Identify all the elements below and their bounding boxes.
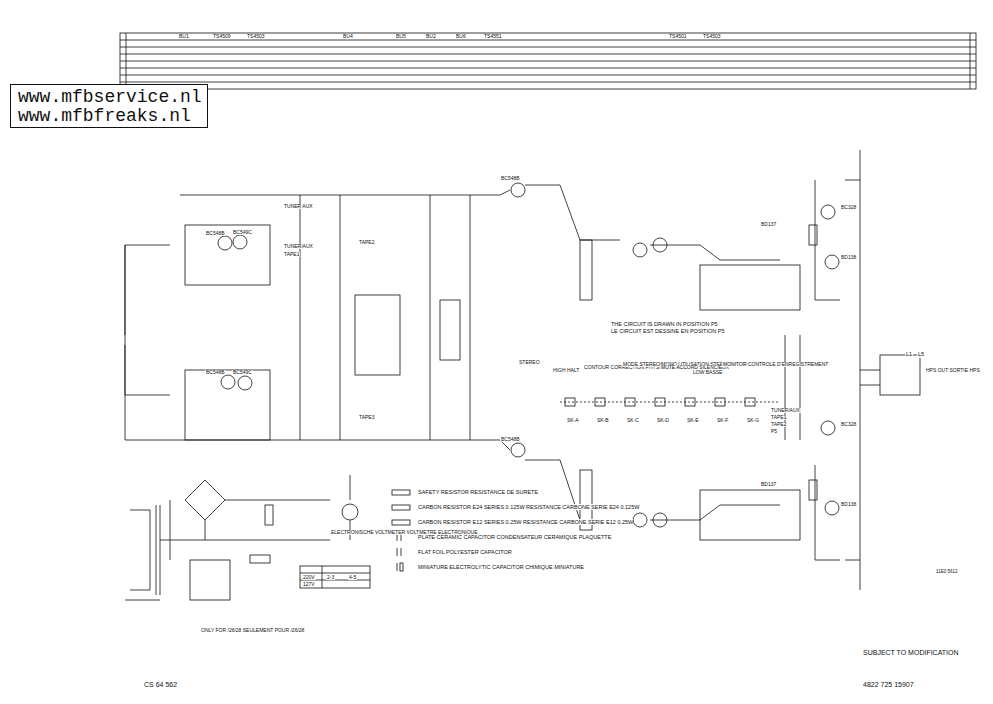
table-cell: BU6 [455,34,467,39]
switch-name: SK-G [746,418,760,423]
note: THE CIRCUIT IS DRAWN IN POSITION P5 [610,322,719,328]
pin-name: L5 [917,352,925,358]
transistor-symbols [218,183,839,527]
signal-wires [125,150,860,590]
switch-label: HIGH HALT [552,368,580,373]
note: ONLY FOR /26/28 SEULEMENT POUR /26/28 [200,628,305,633]
legend-text: FLAT FOIL POLYESTER CAPACITOR [418,549,512,555]
switch-name: SK-F [716,418,729,423]
transistor-type: BD138 [840,255,857,260]
table-cell: 4-5 [348,575,357,580]
transistor-type: BC548B [205,370,226,375]
switch-label: MONITOR CONTROLE D'ENREGISTREMENT [722,362,829,367]
legend-text: CARBON RESISTOR E12 SERIES 0.25W RESISTA… [418,519,633,525]
legend-text: CARBON RESISTOR E24 SERIES 0.125W RESIST… [418,504,639,510]
transistor-type: BC548B [500,176,521,181]
legend-text: SAFETY RESISTOR RESISTANCE DE SURETE [418,489,538,495]
power-supply [125,475,358,600]
table-cell: TS4501 [668,34,688,39]
transistor-type: BC328 [840,422,857,427]
signal-name: TAPE3 [358,415,375,420]
switch-label: LOW BASSE [692,370,723,375]
switch-bank [560,335,800,440]
table-cell: TS4509 [212,34,232,39]
parts-table [120,33,976,89]
drawing-number: CS 64 562 [143,681,178,688]
transistor-type: BD137 [760,222,777,227]
table-cell: TS4503 [702,34,722,39]
part-number: 4822 725 15907 [862,681,915,688]
indicator-label: STEREO [518,360,541,365]
transistor-type: BC549C [232,230,253,235]
watermark-box: www.mfbservice.nlwww.mfbfreaks.nl [10,84,208,128]
switch-name: SK-C [626,418,640,423]
table-cell: BU1 [178,34,190,39]
signal-name: TUNER AUX [283,204,314,209]
signal-name: TUNER/AUX [770,408,801,413]
footer-note: SUBJECT TO MODIFICATION [862,649,960,656]
table-cell: BU2 [425,34,437,39]
switch-name: SK-A [566,418,580,423]
transistor-type: BC548B [205,231,226,236]
drawing-code: 11E0 5612 [935,570,958,575]
table-cell: BU5 [395,34,407,39]
table-cell: 220V [302,575,316,580]
output-socket [860,355,920,395]
table-cell: TS4551 [483,34,503,39]
signal-name: TAPE2 [770,422,787,427]
switch-name: SK-B [596,418,610,423]
transistor-type: BC328 [840,205,857,210]
switch-name: SK-E [686,418,700,423]
pin-name: L1 [905,352,913,358]
legend-text: MINIATURE ELECTROLYTIC CAPACITOR CHIMIQU… [418,564,584,570]
signal-name: P5 [770,429,778,434]
switch-name: SK-D [656,418,670,423]
socket-label: HPS OUT SORTIE HPS [925,368,981,373]
transistor-type: BC549C [232,370,253,375]
watermark-text: www.mfbservice.nl [18,88,200,107]
signal-name: TUNER/AUX [283,244,314,249]
watermark-text: www.mfbfreaks.nl [18,107,200,126]
table-cell: 127V [302,582,316,587]
signal-name: TAPE1 [770,415,787,420]
table-cell: BU4 [342,34,354,39]
transistor-type: BC548B [500,437,521,442]
signal-name: TAPE2 [358,240,375,245]
note: LE CIRCUIT EST DESSINE EN POSITION P5 [610,329,726,335]
voltage-table [300,566,370,588]
signal-name: TAPE1 [283,252,300,257]
transistor-type: BD138 [840,502,857,507]
legend-text: PLATE CERAMIC CAPACITOR CONDENSATEUR CER… [418,534,611,540]
table-cell: TS4503 [246,34,266,39]
table-cell: 2-3 [326,575,335,580]
transistor-type: BD137 [760,482,777,487]
